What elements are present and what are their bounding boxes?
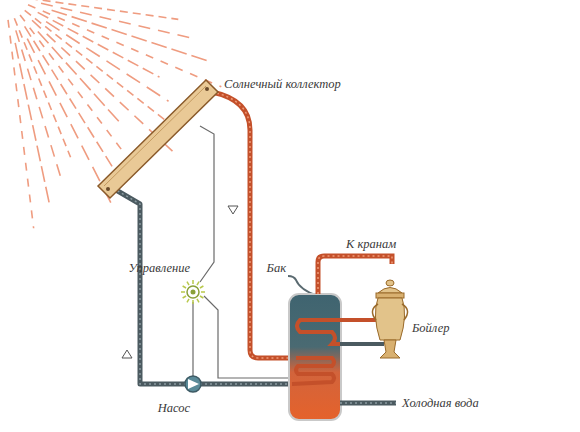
solar-coil <box>292 358 334 384</box>
controller-ray <box>183 296 186 298</box>
sun-ray <box>41 3 195 39</box>
controller-ray <box>183 286 186 288</box>
sun-ray <box>8 20 34 228</box>
sun-ray <box>52 10 210 61</box>
flow-arrow <box>228 206 238 214</box>
flow-arrow <box>122 350 132 358</box>
control-wires <box>193 126 290 378</box>
sun-ray <box>27 39 111 205</box>
part-label: Насос <box>158 402 190 416</box>
sun-ray <box>38 31 122 125</box>
controller-ray <box>181 291 185 293</box>
part-label: Бойлер <box>412 322 449 336</box>
boiler-return <box>340 342 384 346</box>
sun-ray <box>20 15 122 151</box>
part-label: Холодная вода <box>402 397 479 411</box>
controller-ray <box>200 286 203 288</box>
controller-ray <box>197 282 199 285</box>
sun-ray <box>25 10 175 127</box>
sun-rays <box>8 0 221 228</box>
sun-ray <box>15 43 50 205</box>
hot-pipe <box>212 92 296 358</box>
tank <box>289 294 341 420</box>
sun-ray <box>16 30 62 181</box>
controller-ray <box>201 291 205 293</box>
controller-ray <box>187 282 189 285</box>
part-label: К кранам <box>346 238 396 252</box>
cold-pipe <box>116 190 292 384</box>
controller-ray <box>192 300 194 304</box>
controller-ray <box>187 299 189 302</box>
pump-icon <box>185 376 201 392</box>
part-label: Бак <box>267 262 286 276</box>
controller-icon <box>181 280 205 304</box>
part-label: Управление <box>128 262 190 276</box>
boiler-coil <box>297 320 384 344</box>
solar-collector <box>98 80 218 198</box>
controller-ray <box>197 299 199 302</box>
sun-ray <box>28 5 221 87</box>
tap-pipe <box>318 256 392 294</box>
controller-ray <box>192 280 194 284</box>
boiler-icon <box>372 280 407 358</box>
cold-inlet <box>340 401 396 406</box>
controller-ray <box>200 296 203 298</box>
part-label: Солнечный коллектор <box>224 78 341 92</box>
